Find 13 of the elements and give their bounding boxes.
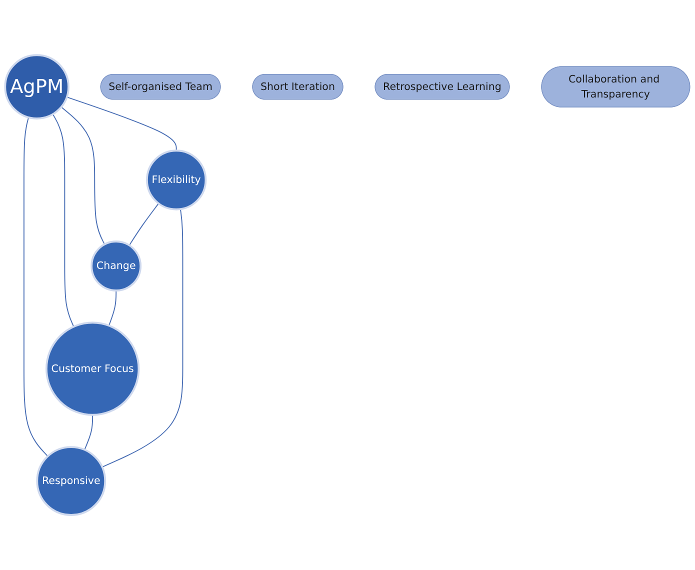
connector [102,208,184,468]
connector [66,96,177,152]
node-circle: Customer Focus [46,322,140,416]
node-circle: Responsive [36,446,106,516]
connector [52,114,74,328]
connector [60,106,106,245]
node-circle: Change [90,240,142,292]
connector [23,116,48,457]
connector [84,414,94,450]
connector [108,290,117,326]
connector [128,202,160,246]
node-circle: AgPM [4,54,70,120]
node-circle: Flexibility [146,150,207,210]
